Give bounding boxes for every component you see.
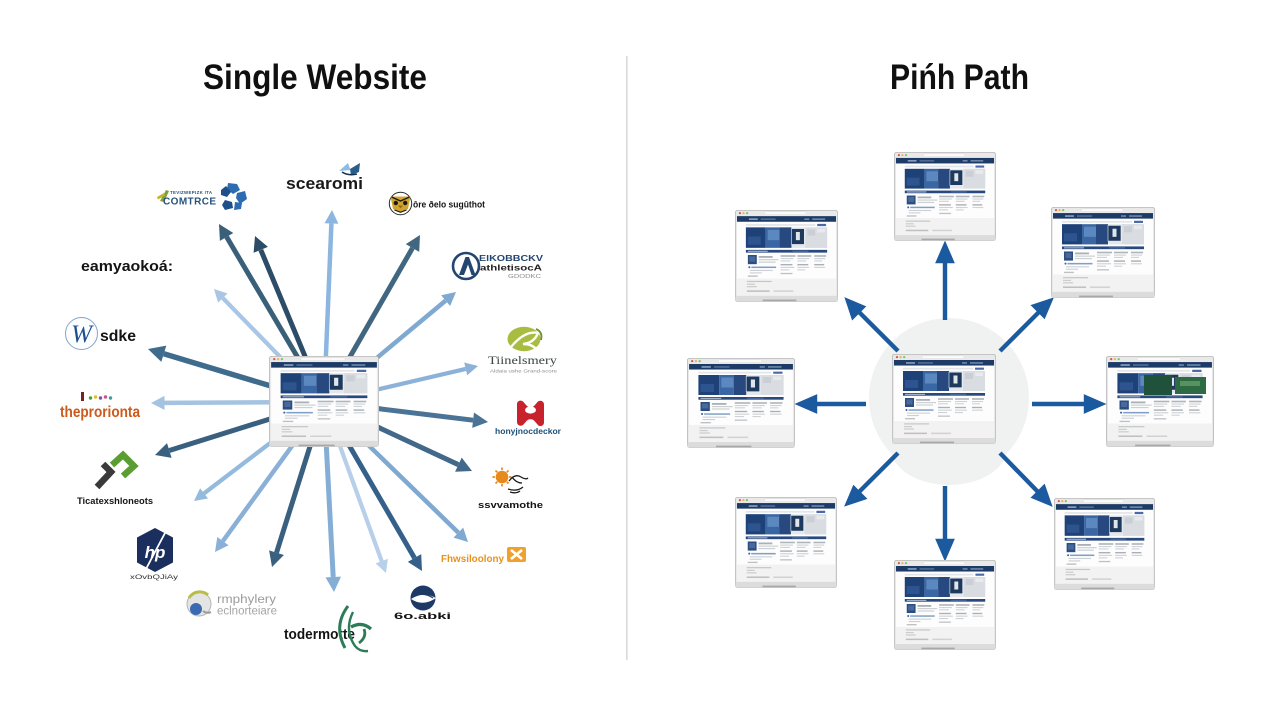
svg-text:hp: hp	[145, 543, 166, 562]
svg-text:theprorionta: theprorionta	[60, 404, 140, 421]
svg-text:eclnorteiare: eclnorteiare	[217, 606, 277, 618]
svg-text:ôre ðelo sugûthot: ôre ðelo sugûthot	[413, 200, 485, 210]
svg-text:Tiinelsmery: Tiinelsmery	[488, 355, 557, 367]
svg-text:todermotte: todermotte	[284, 627, 355, 643]
svg-text:sdke: sdke	[100, 328, 136, 345]
svg-text:rmphylery: rmphylery	[217, 594, 276, 606]
svg-text:Pińh Path: Pińh Path	[890, 58, 1029, 97]
svg-text:eamyaokoá:: eamyaokoá:	[81, 259, 173, 275]
svg-text:athletisocA: athletisocA	[480, 263, 542, 273]
svg-text:Fhwsiloolony: Fhwsiloolony	[441, 554, 504, 565]
svg-text:xOvbQJiAy: xOvbQJiAy	[130, 575, 178, 581]
svg-text:Single Website: Single Website	[203, 58, 427, 97]
svg-text:GDODKC: GDODKC	[508, 274, 542, 280]
svg-text:COMTRCE: COMTRCE	[163, 197, 216, 208]
svg-text:scearomi: scearomi	[286, 175, 363, 193]
svg-text:W: W	[71, 321, 94, 348]
svg-text:Ticatexshloneots: Ticatexshloneots	[77, 496, 153, 506]
svg-text:6o.abki: 6o.abki	[394, 611, 451, 621]
svg-text:ElKOBBCKV: ElKOBBCKV	[479, 254, 544, 263]
svg-text:honyjnocdeckor: honyjnocdeckor	[495, 426, 562, 436]
svg-text:ssvvamothe: ssvvamothe	[478, 500, 543, 511]
svg-text:Aldaia ushe Grand-score: Aldaia ushe Grand-score	[490, 369, 557, 375]
svg-text:TEVIZWEPIZK ITA: TEVIZWEPIZK ITA	[170, 190, 213, 195]
